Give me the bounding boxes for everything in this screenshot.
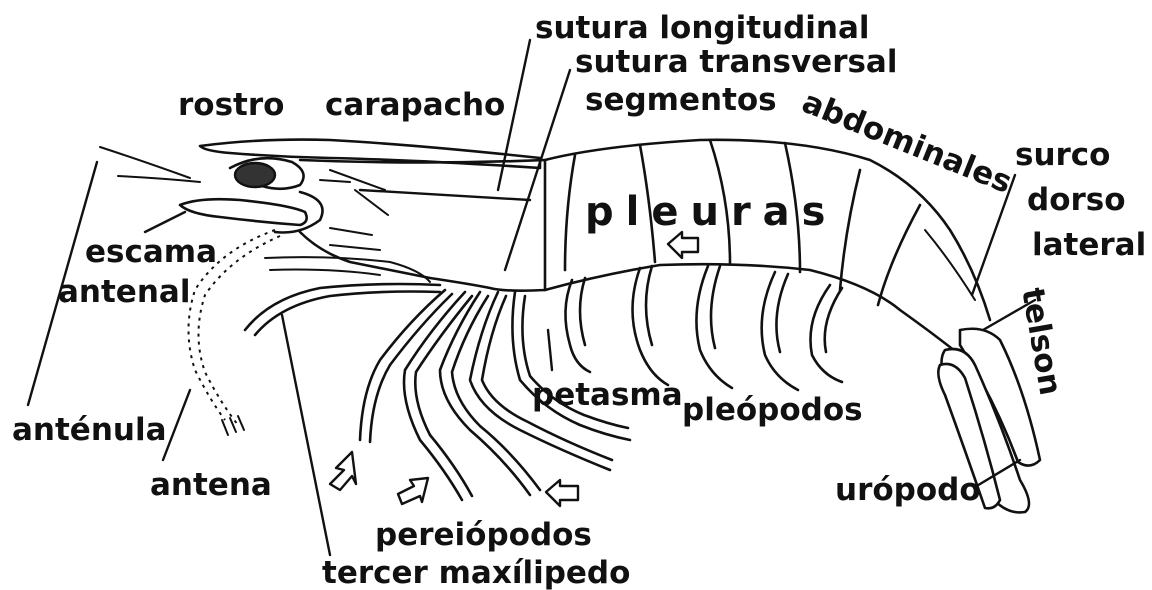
head-details: [320, 170, 388, 250]
pleopod-4: [762, 272, 798, 390]
eye: [235, 163, 275, 187]
label-rostro: rostro: [178, 87, 284, 123]
label-segmentos: segmentos: [585, 82, 777, 118]
arrow-pereiopod-2: [398, 478, 428, 504]
label-antena: antena: [150, 467, 272, 503]
antennule-flagellum-1: [100, 147, 190, 178]
segment-line-5: [840, 170, 860, 290]
leader-escama: [145, 212, 185, 232]
shrimp-body: [100, 140, 1040, 513]
leader-petasma: [548, 330, 552, 370]
label-pleopodos: pleópodos: [682, 392, 863, 428]
labels: sutura longitudinal sutura transversal s…: [12, 10, 1146, 590]
pleopod-5: [810, 285, 842, 382]
pleopod-3: [696, 266, 732, 388]
arrow-pereiopod-3: [546, 480, 578, 506]
antennal-scale: [180, 199, 307, 225]
label-uropodo: urópodo: [835, 472, 981, 508]
label-tercer-maxilipedo: tercer maxílipedo: [322, 555, 630, 590]
segment-line-6: [878, 205, 920, 305]
dorsolateral-groove: [925, 230, 975, 300]
pereiopod-5: [512, 292, 630, 440]
label-antenal: antenal: [58, 274, 190, 310]
label-dorso: dorso: [1027, 182, 1126, 218]
leader-carapacho: [360, 190, 530, 200]
segment-line-1: [565, 155, 575, 270]
arrow-pleuras: [668, 232, 698, 258]
label-sutura-longitudinal: sutura longitudinal: [535, 10, 870, 46]
leader-tercer-maxilipedo: [282, 315, 330, 555]
leader-sutura-transversal: [505, 70, 570, 270]
third-maxilliped: [245, 284, 440, 335]
arrows: [330, 232, 698, 506]
label-antenula: anténula: [12, 412, 167, 448]
pleopod-1: [565, 278, 590, 372]
abdomen-ventral: [545, 264, 960, 355]
label-lateral: lateral: [1032, 227, 1146, 263]
label-pereiopodos: pereiópodos: [375, 517, 592, 553]
label-carapacho: carapacho: [325, 87, 505, 123]
label-pleuras: pleuras: [585, 189, 837, 235]
pleopod-2: [633, 266, 669, 385]
leader-antena: [163, 390, 190, 460]
label-sutura-transversal: sutura transversal: [575, 44, 897, 80]
label-escama: escama: [85, 234, 217, 270]
label-surco: surco: [1015, 137, 1110, 173]
arrow-pereiopod-1: [330, 452, 356, 490]
label-petasma: petasma: [532, 377, 683, 413]
label-telson: telson: [1014, 285, 1068, 398]
